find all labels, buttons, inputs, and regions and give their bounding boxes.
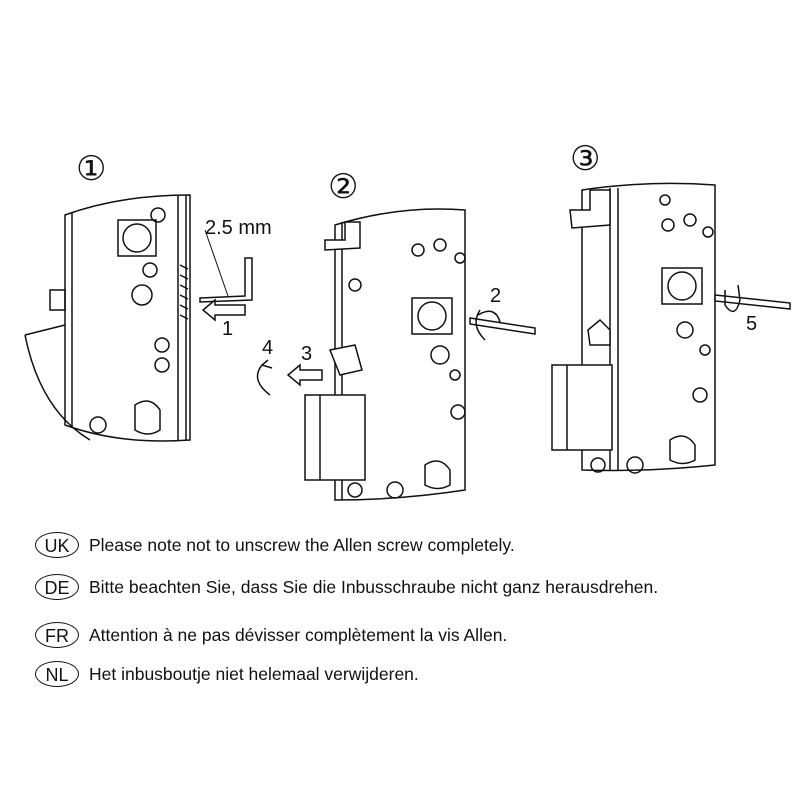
arrow-3 — [286, 363, 323, 387]
language-badge-de: DE — [35, 574, 79, 600]
panel-2-lock-illustration: ② 2 3 4 — [256, 167, 536, 501]
note-uk: UK Please note not to unscrew the Allen … — [35, 532, 515, 558]
note-fr: FR Attention à ne pas dévisser complètem… — [35, 622, 507, 648]
rotate-arrow-2 — [475, 309, 501, 341]
note-text-de: Bitte beachten Sie, dass Sie die Inbussc… — [89, 576, 659, 597]
key-size-label: 2.5 mm — [205, 217, 272, 239]
note-text-nl: Het inbusboutje niet helemaal verwijdere… — [89, 663, 419, 684]
arrow-5-label: 5 — [746, 313, 757, 335]
language-badge-fr: FR — [35, 622, 79, 648]
step-1-label: ① — [76, 149, 106, 189]
language-badge-nl: NL — [35, 661, 79, 687]
installation-diagram: ① 2.5 mm 1 ② — [24, 139, 791, 501]
panel-1-lock-illustration: ① 2.5 mm 1 — [24, 149, 272, 442]
arrow-4-label: 4 — [262, 337, 273, 359]
note-nl: NL Het inbusboutje niet helemaal verwijd… — [35, 661, 419, 687]
allen-key — [714, 294, 791, 310]
allen-key — [469, 317, 536, 335]
rotate-arrow-5 — [724, 284, 741, 313]
step-2-label: ② — [328, 167, 358, 207]
rotate-arrow-4 — [256, 359, 273, 396]
step-3-label: ③ — [570, 139, 600, 179]
arrow-1-label: 1 — [222, 318, 233, 340]
note-de: DE Bitte beachten Sie, dass Sie die Inbu… — [35, 574, 658, 600]
arrow-3-label: 3 — [301, 343, 312, 365]
arrow-1 — [201, 298, 246, 322]
panel-3-lock-illustration: ③ 5 — [551, 139, 791, 474]
language-badge-uk: UK — [35, 532, 79, 558]
note-text-uk: Please note not to unscrew the Allen scr… — [89, 534, 515, 555]
allen-key — [199, 257, 253, 303]
arrow-2-label: 2 — [490, 285, 501, 307]
note-text-fr: Attention à ne pas dévisser complètement… — [89, 624, 508, 645]
